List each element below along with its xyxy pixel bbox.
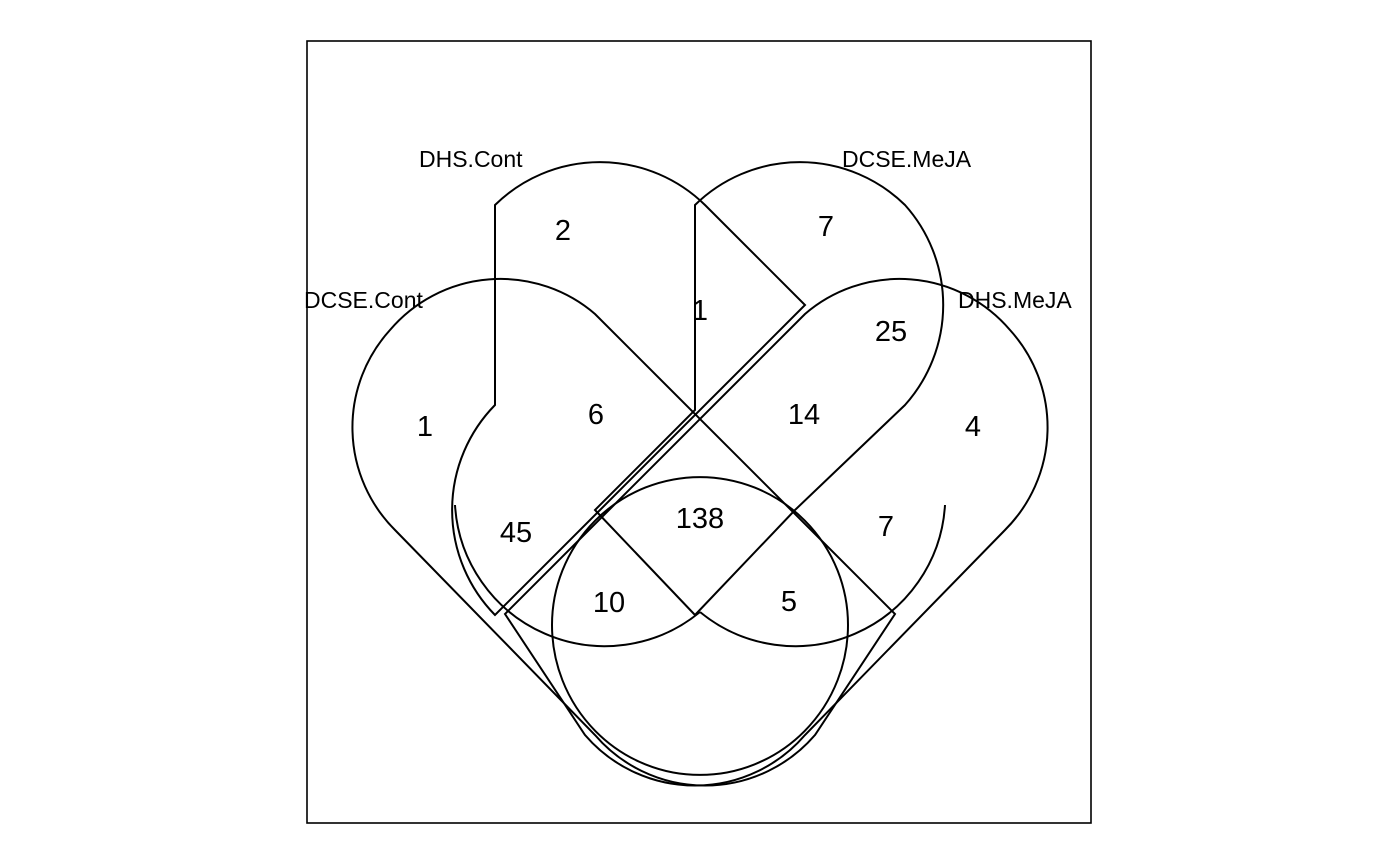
count-dhs-meja-only: 4 — [965, 411, 981, 443]
count-dcse-cont-dhs-cont: 6 — [588, 399, 604, 431]
set-label-dhs-cont: DHS.Cont — [419, 146, 523, 172]
set-outline-dcse-meja-lower — [699, 504, 946, 648]
count-dhs-cont-dcse-meja-dhs-meja: 14 — [788, 399, 820, 431]
set-label-dcse-cont: DCSE.Cont — [304, 287, 423, 313]
count-dcse-cont-dcse-meja-dhs-meja: 7 — [878, 511, 894, 543]
count-dcse-cont-only: 1 — [417, 411, 433, 443]
count-dcse-meja-dhs-meja: 25 — [875, 316, 907, 348]
count-dhs-cont-only: 2 — [555, 215, 571, 247]
count-dcse-cont-dcse-meja: 5 — [781, 586, 797, 618]
set-outline-dcse-meja — [593, 161, 945, 617]
count-dcse-cont-dhs-cont-dhs-meja: 10 — [593, 587, 625, 619]
set-outline-dhs-cont — [451, 161, 807, 617]
set-outline-dcse-cont — [351, 277, 897, 787]
set-outline-dhs-meja — [503, 277, 1049, 787]
count-dhs-cont-dcse-meja: 1 — [692, 295, 708, 327]
plot-frame — [306, 40, 1092, 824]
set-outline-lower-circle — [550, 476, 850, 776]
count-all-four: 138 — [676, 503, 724, 535]
set-label-dcse-meja: DCSE.MeJA — [842, 146, 972, 172]
set-outline-dhs-cont-lower — [454, 504, 701, 648]
set-label-dhs-meja: DHS.MeJA — [958, 287, 1072, 313]
count-dcse-meja-only: 7 — [818, 211, 834, 243]
count-dcse-cont-dhs-meja: 45 — [500, 517, 532, 549]
